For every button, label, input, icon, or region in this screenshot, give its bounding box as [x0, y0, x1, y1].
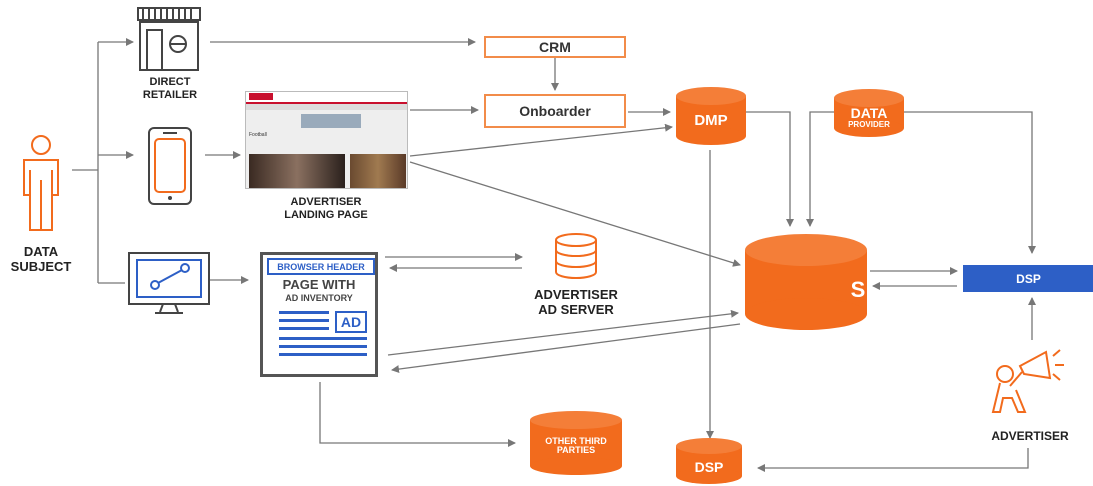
data-provider-label: DATA PROVIDER: [834, 106, 904, 129]
browser-header-label: BROWSER HEADER: [267, 258, 375, 275]
content-line: [279, 337, 367, 340]
central-database-cylinder: [745, 234, 867, 330]
content-line: [279, 345, 367, 348]
advertiser-landing-page-label: ADVERTISER LANDING PAGE: [284, 196, 368, 221]
screenshot-logo: [249, 93, 273, 100]
content-line: [279, 353, 367, 356]
dmp-cylinder: [676, 87, 746, 145]
connectors: [72, 38, 1036, 472]
bottom-dsp-label: DSP: [694, 459, 724, 475]
advertiser-ad-server-label: ADVERTISER AD SERVER: [534, 287, 618, 317]
dmp-label: DMP: [694, 112, 728, 129]
data-provider-line1: DATA: [850, 105, 888, 121]
other-third-parties-line1: OTHER THIRD: [545, 436, 607, 446]
screenshot-image-right: [350, 154, 406, 188]
store-icon: [137, 7, 201, 71]
screenshot-tabs: [246, 104, 407, 110]
screenshot-banner: [301, 114, 361, 128]
direct-retailer-label: DIRECT RETAILER: [142, 76, 198, 101]
browser-page-card: BROWSER HEADER PAGE WITH AD INVENTORY AD: [260, 252, 378, 377]
onboarder-box: Onboarder: [484, 94, 626, 128]
other-third-parties-line2: PARTIES: [556, 445, 596, 456]
ad-inventory-text: AD INVENTORY: [285, 293, 353, 303]
page-with-text: PAGE WITH: [282, 277, 356, 292]
dsp-bar: DSP: [963, 265, 1093, 292]
advertiser-label: ADVERTISER: [991, 429, 1069, 443]
data-subject-label: DATA SUBJECT: [10, 244, 72, 274]
content-line: [279, 311, 329, 314]
screenshot-nav-bar: [246, 92, 407, 104]
advertiser-landing-page-screenshot: Football: [245, 91, 408, 189]
smartphone-icon: [148, 127, 192, 205]
data-provider-cylinder: [834, 89, 904, 137]
person-icon: [23, 135, 59, 231]
content-line: [279, 319, 329, 322]
other-third-parties-label: OTHER THIRD PARTIES: [530, 436, 622, 456]
ad-slot: AD: [335, 311, 367, 333]
data-provider-line2: PROVIDER: [848, 119, 890, 129]
screenshot-image-left: [249, 154, 345, 188]
bottom-dsp-cylinder: [676, 438, 742, 484]
crm-box: CRM: [484, 36, 626, 58]
advertiser-megaphone-icon: [991, 349, 1064, 413]
other-third-parties-cylinder: [530, 411, 622, 475]
screenshot-section-heading: Football: [249, 132, 267, 138]
content-line: [279, 327, 329, 330]
page-with-ad-inventory-label: PAGE WITH AD INVENTORY: [269, 277, 369, 304]
database-icon: [555, 233, 597, 279]
central-database-letter: S: [850, 277, 866, 302]
monitor-icon: [128, 252, 210, 314]
